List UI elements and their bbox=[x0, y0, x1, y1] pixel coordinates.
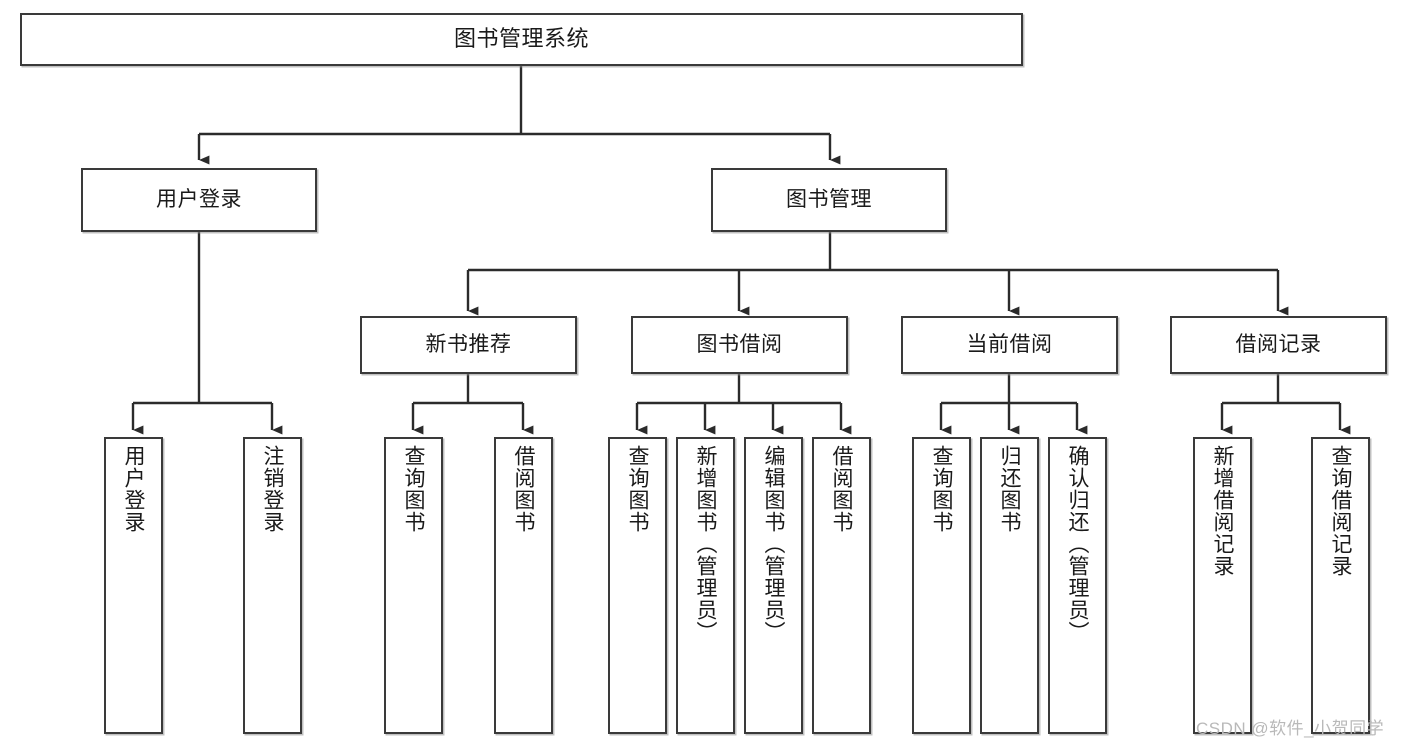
node-label: 查询图书 bbox=[626, 445, 649, 533]
node-label: 编辑图书（管理员） bbox=[762, 445, 785, 643]
node-new-book-recommend[interactable]: 新书推荐 bbox=[360, 316, 577, 374]
node-label: 图书借阅 bbox=[696, 333, 783, 357]
node-label: 新增图书（管理员） bbox=[694, 445, 717, 643]
leaf-borrow-book[interactable]: 借阅图书 bbox=[812, 437, 871, 734]
leaf-logout[interactable]: 注销登录 bbox=[243, 437, 302, 734]
leaf-query-book-recommend[interactable]: 查询图书 bbox=[384, 437, 443, 734]
leaf-query-borrow-record[interactable]: 查询借阅记录 bbox=[1311, 437, 1370, 734]
node-root[interactable]: 图书管理系统 bbox=[20, 13, 1023, 66]
node-label: 新书推荐 bbox=[425, 333, 512, 357]
node-label: 归还图书 bbox=[998, 445, 1021, 533]
node-label: 用户登录 bbox=[156, 188, 242, 212]
node-label: 借阅图书 bbox=[830, 445, 853, 533]
node-label: 新增借阅记录 bbox=[1211, 445, 1234, 577]
leaf-query-book-current[interactable]: 查询图书 bbox=[912, 437, 971, 734]
node-book-management[interactable]: 图书管理 bbox=[711, 168, 947, 232]
leaf-user-login[interactable]: 用户登录 bbox=[104, 437, 163, 734]
leaf-query-book-borrow[interactable]: 查询图书 bbox=[608, 437, 667, 734]
node-label: 查询借阅记录 bbox=[1329, 445, 1352, 577]
leaf-return-book[interactable]: 归还图书 bbox=[980, 437, 1039, 734]
node-current-borrow[interactable]: 当前借阅 bbox=[901, 316, 1118, 374]
leaf-confirm-return-admin[interactable]: 确认归还（管理员） bbox=[1048, 437, 1107, 734]
node-label: 查询图书 bbox=[402, 445, 425, 533]
node-book-borrow[interactable]: 图书借阅 bbox=[631, 316, 848, 374]
node-label: 用户登录 bbox=[122, 445, 145, 533]
node-label: 图书管理 bbox=[786, 188, 872, 212]
node-borrow-record[interactable]: 借阅记录 bbox=[1170, 316, 1387, 374]
node-label: 借阅图书 bbox=[512, 445, 535, 533]
node-label: 查询图书 bbox=[930, 445, 953, 533]
leaf-add-book-admin[interactable]: 新增图书（管理员） bbox=[676, 437, 735, 734]
node-label: 借阅记录 bbox=[1235, 333, 1322, 357]
leaf-borrow-book-recommend[interactable]: 借阅图书 bbox=[494, 437, 553, 734]
leaf-add-borrow-record[interactable]: 新增借阅记录 bbox=[1193, 437, 1252, 734]
node-label: 注销登录 bbox=[261, 445, 284, 533]
node-user-login[interactable]: 用户登录 bbox=[81, 168, 317, 232]
node-label: 确认归还（管理员） bbox=[1066, 445, 1089, 643]
node-label: 当前借阅 bbox=[966, 333, 1053, 357]
leaf-edit-book-admin[interactable]: 编辑图书（管理员） bbox=[744, 437, 803, 734]
node-label: 图书管理系统 bbox=[453, 26, 589, 52]
